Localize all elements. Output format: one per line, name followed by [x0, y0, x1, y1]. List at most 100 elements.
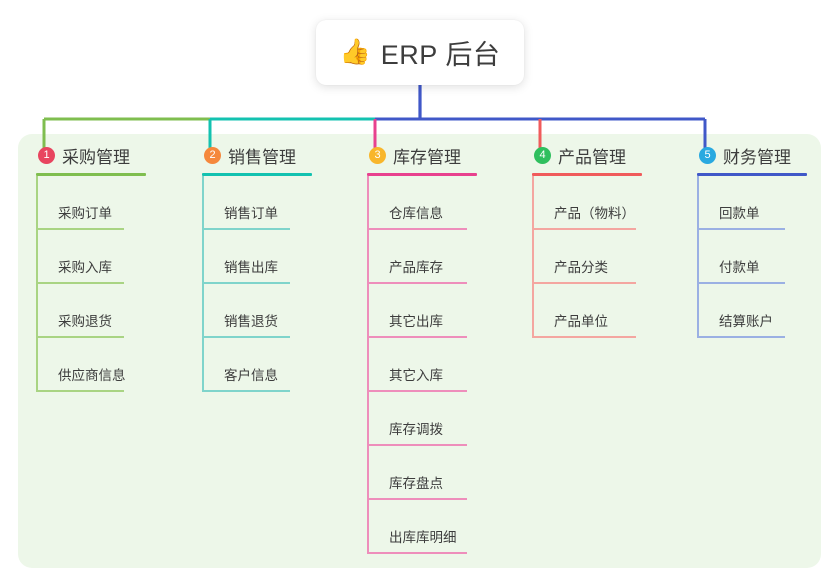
- leaf-underline: [697, 228, 785, 230]
- branch-badge-3: 3: [369, 146, 386, 164]
- branch-children-3: 仓库信息产品库存其它出库其它入库库存调拨库存盘点出库库明细: [367, 176, 477, 554]
- branch-column-2: 2 销售管理销售订单销售出库销售退货客户信息: [202, 142, 312, 392]
- leaf-label: 结算账户: [719, 314, 773, 329]
- leaf-label: 销售订单: [224, 206, 278, 221]
- leaf-item[interactable]: 回款单: [697, 176, 807, 230]
- leaf-item[interactable]: 产品（物料）: [532, 176, 642, 230]
- leaf-underline: [202, 282, 290, 284]
- leaf-underline: [36, 282, 124, 284]
- leaf-underline: [202, 228, 290, 230]
- branch-badge-4: 4: [534, 146, 551, 164]
- leaf-underline: [367, 336, 467, 338]
- branch-underline-4: [532, 173, 642, 176]
- branch-title-2: 销售管理: [228, 147, 296, 167]
- branch-column-3: 3 库存管理仓库信息产品库存其它出库其它入库库存调拨库存盘点出库库明细: [367, 142, 477, 554]
- branch-header-4[interactable]: 4 产品管理: [532, 142, 642, 168]
- leaf-item[interactable]: 产品单位: [532, 284, 642, 338]
- leaf-label: 产品分类: [554, 260, 608, 275]
- leaf-label: 回款单: [719, 206, 760, 221]
- branch-title-5: 财务管理: [723, 147, 791, 167]
- leaf-label: 付款单: [719, 260, 760, 275]
- leaf-underline: [532, 282, 636, 284]
- leaf-label: 销售退货: [224, 314, 278, 329]
- leaf-label: 采购入库: [58, 260, 112, 275]
- root-node[interactable]: 👍 ERP 后台: [316, 20, 524, 85]
- branch-column-5: 5 财务管理回款单付款单结算账户: [697, 142, 807, 338]
- branch-title-4: 产品管理: [558, 147, 626, 167]
- leaf-item[interactable]: 结算账户: [697, 284, 807, 338]
- branch-children-1: 采购订单采购入库采购退货供应商信息: [36, 176, 146, 392]
- leaf-underline: [697, 336, 785, 338]
- leaf-underline: [367, 228, 467, 230]
- branch-spine-3: [367, 176, 369, 554]
- leaf-label: 库存调拨: [389, 422, 443, 437]
- leaf-label: 客户信息: [224, 368, 278, 383]
- branch-spine-5: [697, 176, 699, 338]
- leaf-item[interactable]: 采购订单: [36, 176, 146, 230]
- branch-children-5: 回款单付款单结算账户: [697, 176, 807, 338]
- leaf-underline: [367, 498, 467, 500]
- leaf-underline: [367, 390, 467, 392]
- leaf-item[interactable]: 库存盘点: [367, 446, 477, 500]
- leaf-item[interactable]: 销售订单: [202, 176, 312, 230]
- leaf-underline: [36, 336, 124, 338]
- branch-spine-2: [202, 176, 204, 392]
- branch-spine-4: [532, 176, 534, 338]
- branch-header-2[interactable]: 2 销售管理: [202, 142, 312, 168]
- branch-children-4: 产品（物料） 产品分类产品单位: [532, 176, 642, 338]
- leaf-item[interactable]: 采购退货: [36, 284, 146, 338]
- branch-underline-1: [36, 173, 146, 176]
- leaf-label: 产品（物料）: [554, 206, 635, 221]
- leaf-label: 产品库存: [389, 260, 443, 275]
- leaf-item[interactable]: 客户信息: [202, 338, 312, 392]
- leaf-label: 采购退货: [58, 314, 112, 329]
- leaf-underline: [202, 390, 290, 392]
- leaf-item[interactable]: 销售退货: [202, 284, 312, 338]
- leaf-item[interactable]: 采购入库: [36, 230, 146, 284]
- leaf-item[interactable]: 出库库明细: [367, 500, 477, 554]
- branch-badge-5: 5: [699, 146, 716, 164]
- leaf-underline: [367, 444, 467, 446]
- leaf-label: 库存盘点: [389, 476, 443, 491]
- branch-header-5[interactable]: 5 财务管理: [697, 142, 807, 168]
- leaf-underline: [367, 282, 467, 284]
- branch-spine-1: [36, 176, 38, 392]
- branch-badge-1: 1: [38, 146, 55, 164]
- leaf-label: 产品单位: [554, 314, 608, 329]
- thumbs-up-icon: 👍: [339, 38, 371, 66]
- branch-title-1: 采购管理: [62, 147, 130, 167]
- leaf-item[interactable]: 产品库存: [367, 230, 477, 284]
- leaf-label: 其它入库: [389, 368, 443, 383]
- leaf-underline: [532, 336, 636, 338]
- leaf-label: 其它出库: [389, 314, 443, 329]
- leaf-item[interactable]: 其它出库: [367, 284, 477, 338]
- branch-header-1[interactable]: 1 采购管理: [36, 142, 146, 168]
- leaf-item[interactable]: 其它入库: [367, 338, 477, 392]
- leaf-underline: [202, 336, 290, 338]
- leaf-label: 销售出库: [224, 260, 278, 275]
- leaf-underline: [367, 552, 467, 554]
- leaf-underline: [532, 228, 636, 230]
- leaf-label: 出库库明细: [389, 530, 457, 545]
- leaf-item[interactable]: 仓库信息: [367, 176, 477, 230]
- leaf-label: 供应商信息: [58, 368, 126, 383]
- leaf-item[interactable]: 付款单: [697, 230, 807, 284]
- branch-children-2: 销售订单销售出库销售退货客户信息: [202, 176, 312, 392]
- root-title: ERP 后台: [380, 40, 501, 70]
- branch-title-3: 库存管理: [393, 147, 461, 167]
- branch-header-3[interactable]: 3 库存管理: [367, 142, 477, 168]
- branch-underline-2: [202, 173, 312, 176]
- leaf-item[interactable]: 供应商信息: [36, 338, 146, 392]
- leaf-item[interactable]: 销售出库: [202, 230, 312, 284]
- leaf-item[interactable]: 库存调拨: [367, 392, 477, 446]
- leaf-item[interactable]: 产品分类: [532, 230, 642, 284]
- leaf-underline: [36, 390, 124, 392]
- branch-column-1: 1 采购管理采购订单采购入库采购退货供应商信息: [36, 142, 146, 392]
- branch-column-4: 4 产品管理产品（物料） 产品分类产品单位: [532, 142, 642, 338]
- leaf-underline: [36, 228, 124, 230]
- branch-badge-2: 2: [204, 146, 221, 164]
- branch-underline-3: [367, 173, 477, 176]
- leaf-label: 采购订单: [58, 206, 112, 221]
- diagram-panel: [18, 134, 821, 568]
